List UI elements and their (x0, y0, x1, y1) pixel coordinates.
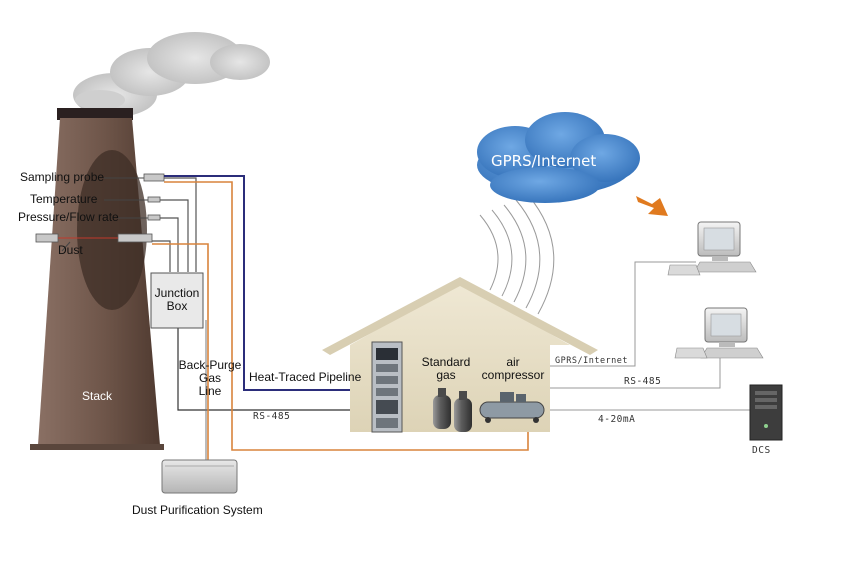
analyzer-shelter (322, 277, 598, 432)
junction-box-line-1: Junction (154, 286, 200, 300)
computer-1-icon (667, 221, 757, 276)
gprs-internet-link-label: GPRS/Internet (555, 356, 629, 366)
air-compressor (479, 392, 545, 423)
junction-box-line-2: Box (166, 299, 188, 314)
standard-gas-cylinders (433, 388, 472, 432)
analyzer-cabinet (371, 341, 403, 433)
sampling-probe-label: Sampling probe (20, 170, 105, 184)
junction-box-label: Junction Box (154, 286, 200, 314)
air-compressor-line-2: compressor (481, 368, 545, 383)
sensor-devices (35, 173, 165, 243)
cloud-label: GPRS/Internet (491, 152, 597, 170)
download-arrow-icon (636, 196, 668, 216)
standard-gas-line-2: gas (436, 368, 456, 383)
standard-gas-label: Standard gas (418, 355, 474, 383)
air-compressor-line-1: air (506, 355, 520, 369)
network-lines (550, 261, 750, 411)
pressure-flow-label: Pressure/Flow rate (18, 210, 119, 224)
rs485-right-label: RS-485 (624, 376, 662, 387)
heat-traced-pipeline-label: Heat-Traced Pipeline (249, 370, 362, 384)
analog-signal-label: 4-20mA (598, 414, 636, 425)
smoke-plume (73, 32, 270, 117)
stack (30, 108, 164, 450)
junction-box (150, 272, 204, 329)
back-purge-label: Back-Purge Gas Line (178, 358, 242, 399)
cable-lines (152, 175, 529, 460)
rs485-left-label: RS-485 (253, 411, 291, 422)
back-purge-line-2: Gas (198, 371, 221, 386)
back-purge-line-1: Back-Purge (178, 358, 242, 372)
standard-gas-line-1: Standard (421, 355, 471, 369)
stack-label: Stack (82, 389, 113, 403)
computer-2-icon (674, 307, 764, 359)
dcs-label: DCS (752, 445, 771, 456)
dcs-server-icon (749, 384, 783, 441)
dust-purification-unit (161, 459, 238, 494)
dust-purification-label: Dust Purification System (132, 503, 263, 517)
back-purge-line-3: Line (198, 384, 222, 399)
temperature-label: Temperature (30, 192, 98, 206)
gprs-cloud (477, 112, 640, 203)
air-compressor-label: air compressor (476, 355, 550, 383)
dust-label: Dust (58, 243, 83, 257)
wireless-signal (479, 194, 555, 315)
